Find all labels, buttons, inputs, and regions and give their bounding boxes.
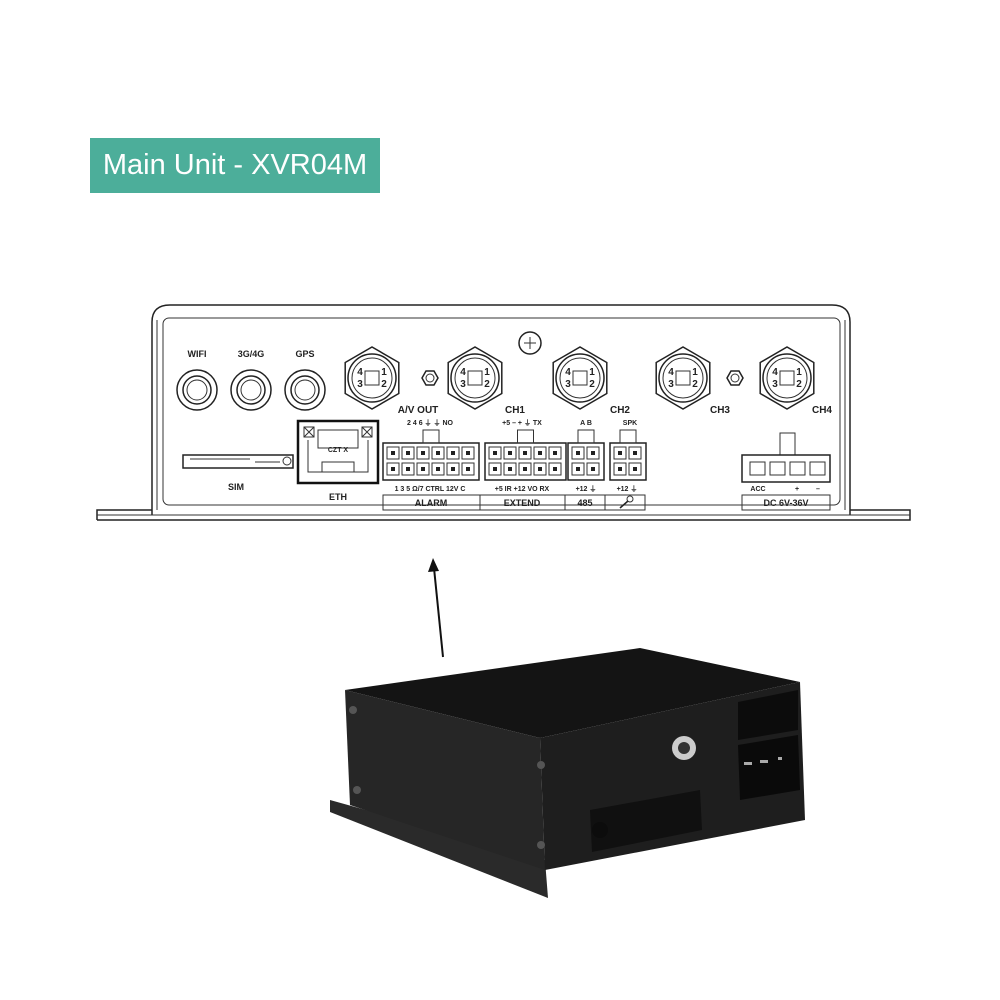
- acc-pin-label: ACC: [750, 486, 765, 493]
- power-connector: [741, 432, 831, 483]
- ch3-label: CH3: [710, 405, 730, 416]
- aviation-connector: 4 1 3 2: [759, 346, 815, 410]
- thumb-screw: [592, 822, 608, 838]
- alarm-top-pins: 2 4 6 ⏚ ⏚ NO: [407, 419, 453, 427]
- pin-label: 1: [796, 367, 802, 378]
- minus-pin-label: –: [816, 486, 820, 493]
- 3g4g-connector: [230, 369, 272, 411]
- front-window: [738, 690, 798, 740]
- extend-group-label: EXTEND: [504, 498, 541, 508]
- wifi-connector: [176, 369, 218, 411]
- gps-connector: [284, 369, 326, 411]
- eth-jack-text: CZT X: [328, 447, 349, 454]
- eth-label: ETH: [329, 492, 347, 502]
- screw-icon: [349, 706, 357, 714]
- device-side: [345, 690, 545, 870]
- pin-label: 3: [772, 379, 778, 390]
- av-out-label: A/V OUT: [398, 405, 439, 416]
- pin-label: 4: [772, 367, 778, 378]
- ch2-label: CH2: [610, 405, 630, 416]
- arrow-icon: [428, 558, 444, 658]
- pin-label: 1: [484, 367, 490, 378]
- pin-label: 3: [565, 379, 571, 390]
- spk-top-pins: SPK: [623, 420, 637, 427]
- led-label: [778, 757, 782, 760]
- aviation-connectors: 4 1 3 2 4 1 3 2 4 1 3 2 4 1 3 2 4 1 3 2: [344, 346, 815, 410]
- pin-label: 2: [692, 379, 698, 390]
- pin-label: 4: [668, 367, 674, 378]
- pin-label: 1: [381, 367, 387, 378]
- terminal-block: [382, 429, 480, 481]
- sim-slot: [182, 454, 294, 469]
- mounting-flange: [330, 800, 548, 898]
- device-top: [345, 648, 800, 738]
- alarm-bottom-pins: 1 3 5 Ω/7 CTRL 12V C: [395, 486, 466, 493]
- pin-label: 2: [589, 379, 595, 390]
- terminal-block: [609, 429, 647, 481]
- aviation-connector: 4 1 3 2: [447, 346, 503, 410]
- power-label: DC 6V-36V: [763, 498, 808, 508]
- gps-label: GPS: [295, 349, 314, 359]
- rs485-top-pins: A B: [580, 420, 592, 427]
- led-label: [744, 762, 752, 765]
- pin-label: 4: [460, 367, 466, 378]
- pin-label: 2: [796, 379, 802, 390]
- pin-label: 3: [357, 379, 363, 390]
- terminal-block: [567, 429, 605, 481]
- ethernet-port: CZT X: [296, 419, 380, 485]
- pin-label: 4: [357, 367, 363, 378]
- device-photo: [330, 648, 805, 898]
- wifi-label: WIFI: [188, 349, 207, 359]
- aviation-connector: 4 1 3 2: [655, 346, 711, 410]
- plus-pin-label: +: [795, 486, 799, 493]
- pin-label: 2: [484, 379, 490, 390]
- ch1-label: CH1: [505, 405, 525, 416]
- pin-label: 1: [589, 367, 595, 378]
- aviation-connector: 4 1 3 2: [344, 346, 400, 410]
- screw-icon: [518, 331, 542, 355]
- ground-nut-icon: [421, 370, 439, 386]
- aviation-connector: 4 1 3 2: [552, 346, 608, 410]
- ground-nut-icon: [726, 370, 744, 386]
- hdd-handle: [590, 790, 702, 852]
- lock-keyhole: [678, 742, 690, 754]
- pin-label: 4: [565, 367, 571, 378]
- rs485-group-label: 485: [577, 498, 592, 508]
- extend-top-pins: +5 – + ⏚ TX: [502, 419, 542, 427]
- sim-label: SIM: [228, 482, 244, 492]
- terminal-blocks: [382, 429, 647, 481]
- power-label-box: [741, 494, 831, 511]
- led-panel: [738, 735, 800, 800]
- screw-icon: [353, 786, 361, 794]
- ch4-label: CH4: [812, 405, 832, 416]
- pin-label: 1: [692, 367, 698, 378]
- pin-label: 2: [381, 379, 387, 390]
- pin-label: 3: [460, 379, 466, 390]
- screw-icon: [537, 761, 545, 769]
- screw-icon: [537, 841, 545, 849]
- led-label: [760, 760, 768, 763]
- housing-outline: [96, 304, 911, 521]
- alarm-group-label: ALARM: [415, 498, 448, 508]
- extend-bottom-pins: +5 IR +12 VO RX: [495, 486, 550, 493]
- antenna-connectors: WIFI 3G/4G GPS: [176, 349, 326, 411]
- rs485-bottom-pins: +12 ⏚: [576, 485, 597, 493]
- microphone-icon: [619, 495, 634, 509]
- group-label-boxes: [382, 494, 646, 511]
- terminal-block: [484, 429, 567, 481]
- spk-bottom-pins: +12 ⏚: [617, 485, 638, 493]
- pin-label: 3: [668, 379, 674, 390]
- 3g4g-label: 3G/4G: [238, 349, 265, 359]
- title-badge: Main Unit - XVR04M: [90, 138, 380, 193]
